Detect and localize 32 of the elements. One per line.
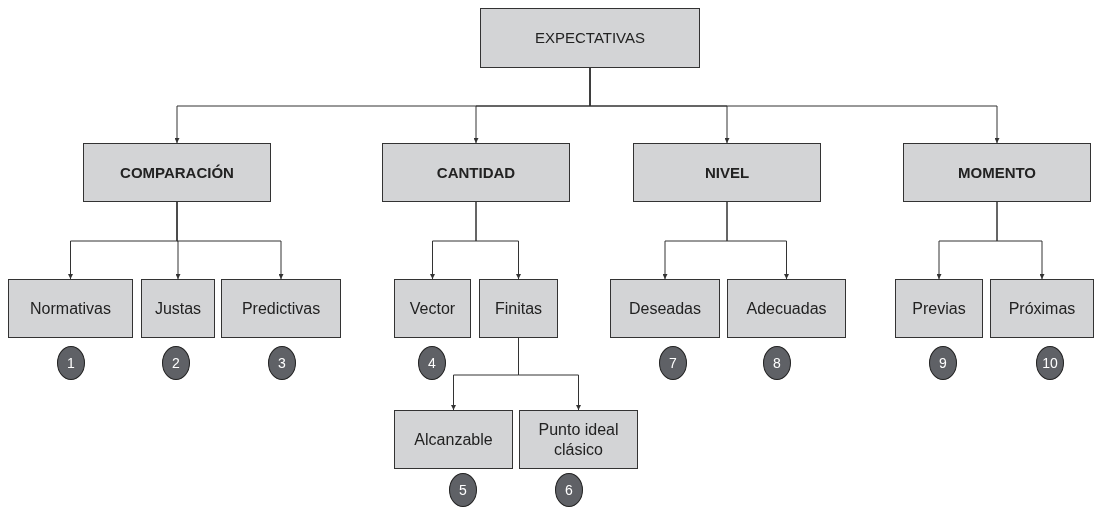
callout-number: 8	[763, 346, 791, 380]
concept-box: Próximas	[990, 279, 1094, 338]
concept-box: Previas	[895, 279, 983, 338]
connector-arrow	[996, 201, 1045, 280]
callout-number: 7	[659, 346, 687, 380]
category-box: EXPECTATIVAS	[480, 8, 700, 68]
callout-number: 3	[268, 346, 296, 380]
concept-box: Adecuadas	[727, 279, 846, 338]
callout-number: 2	[162, 346, 190, 380]
callout-number: 5	[449, 473, 477, 507]
connector-arrow	[176, 201, 284, 280]
callout-number: 6	[555, 473, 583, 507]
concept-box: Finitas	[479, 279, 558, 338]
category-box: NIVEL	[633, 143, 821, 202]
callout-number: 9	[929, 346, 957, 380]
concept-box: Justas	[141, 279, 215, 338]
concept-box: Punto ideal clásico	[519, 410, 638, 469]
concept-box: Deseadas	[610, 279, 720, 338]
category-box: CANTIDAD	[382, 143, 570, 202]
concept-box: Predictivas	[221, 279, 341, 338]
category-box: COMPARACIÓN	[83, 143, 271, 202]
connector-arrow	[726, 201, 789, 280]
concept-box: Normativas	[8, 279, 133, 338]
concept-box: Vector	[394, 279, 471, 338]
category-box: MOMENTO	[903, 143, 1091, 202]
callout-number: 4	[418, 346, 446, 380]
connector-arrow	[589, 67, 1000, 144]
concept-box: Alcanzable	[394, 410, 513, 469]
callout-number: 10	[1036, 346, 1064, 380]
connector-arrow	[475, 201, 521, 280]
callout-number: 1	[57, 346, 85, 380]
connector-arrow	[518, 337, 581, 411]
